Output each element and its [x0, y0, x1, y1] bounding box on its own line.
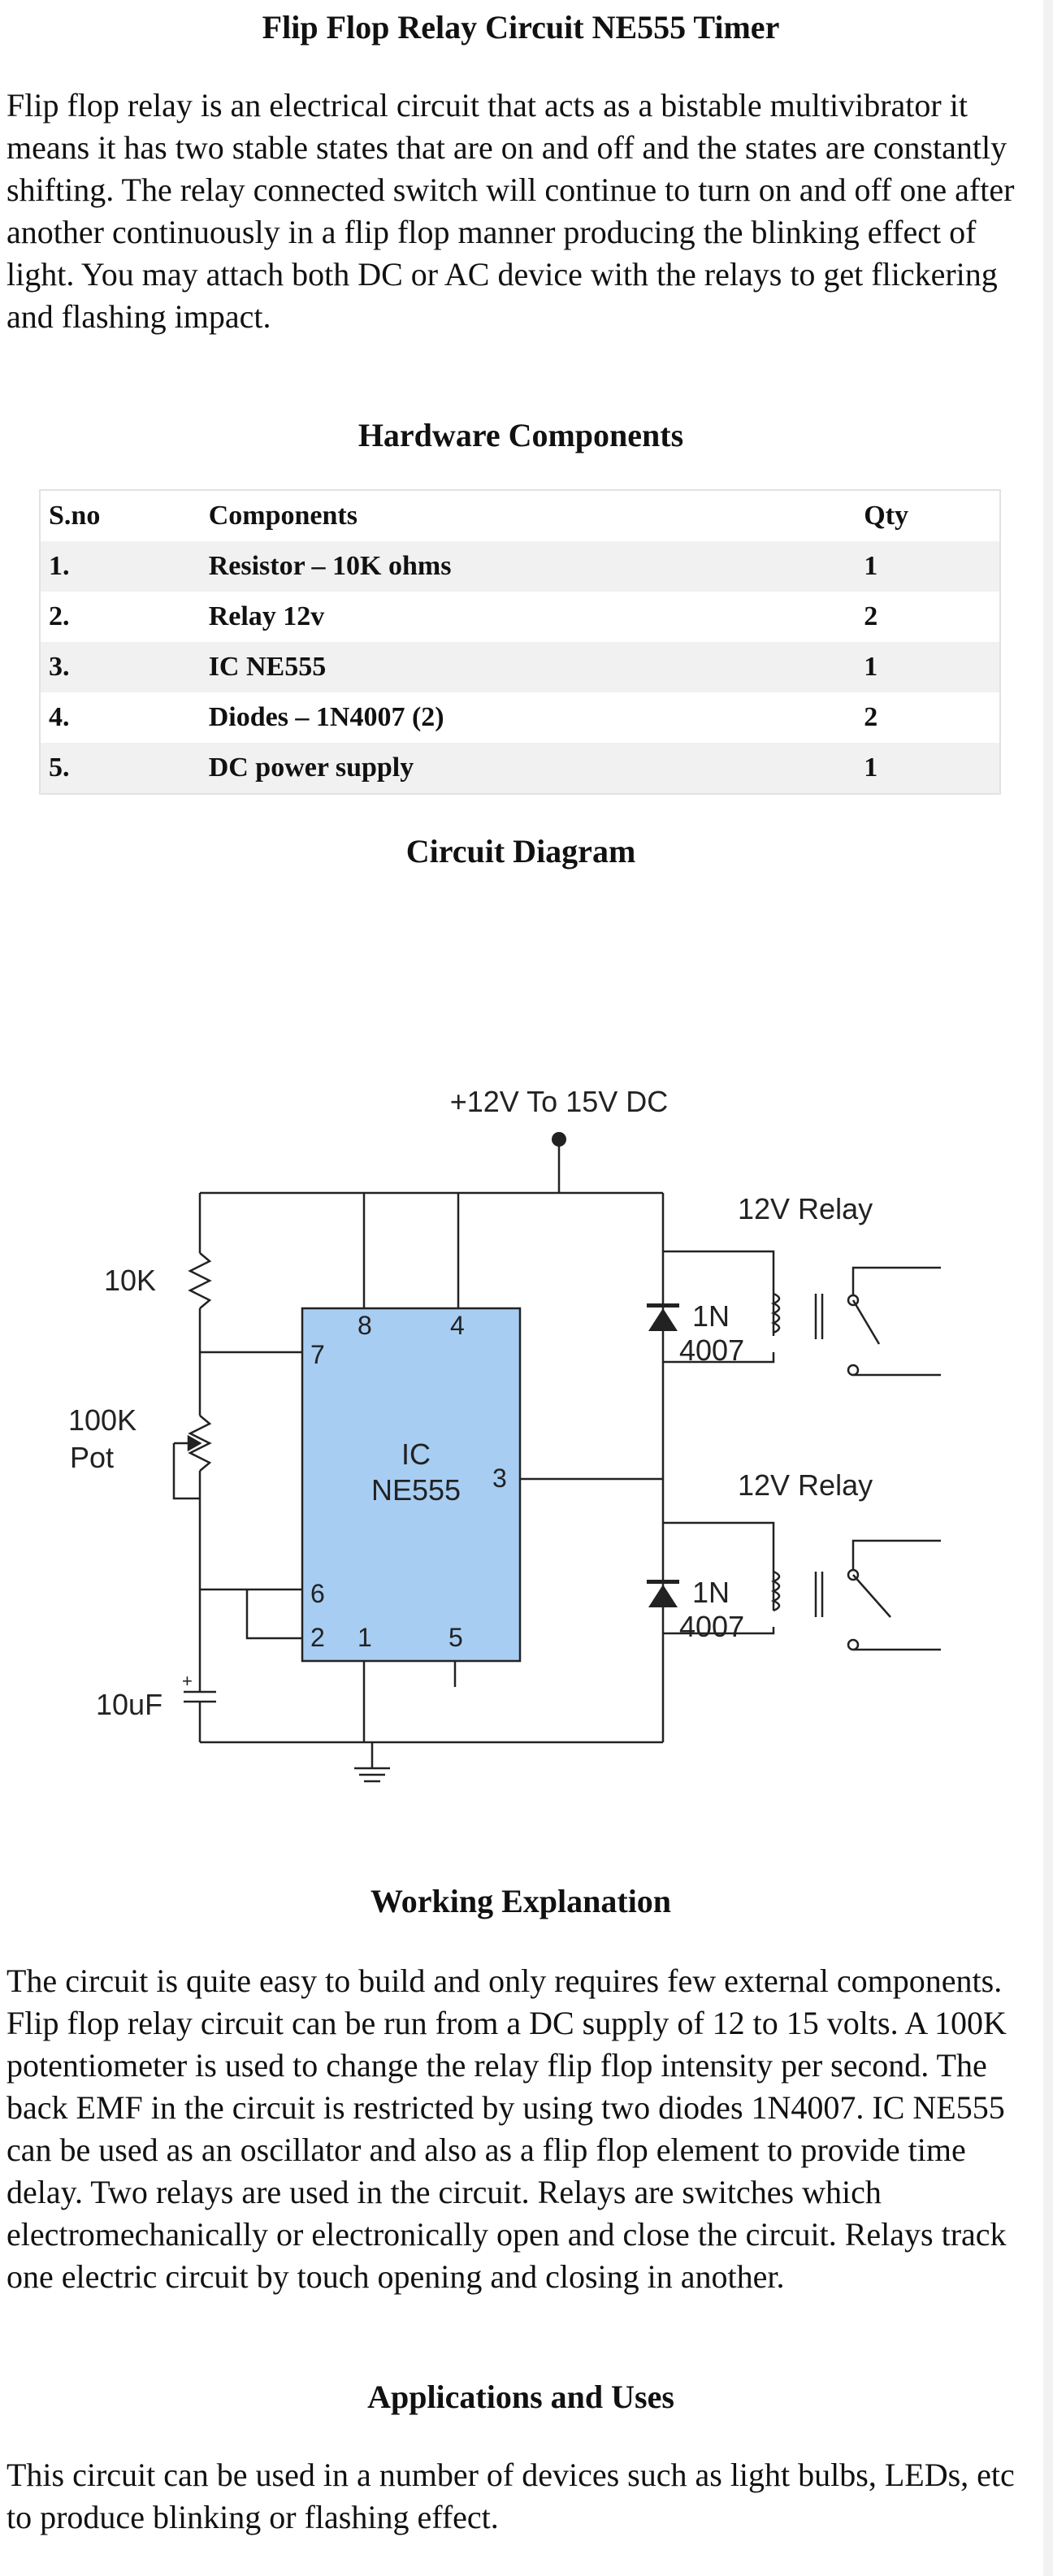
circuit-schematic: +12V To 15V DC 10K 100K Pot 10uF 12V Rel… [68, 1085, 941, 1783]
table-cell: 3. [49, 652, 70, 682]
table-cell: 2 [864, 601, 878, 631]
table-row: 1. Resistor – 10K ohms 1 [40, 541, 1000, 592]
table-row: 3. IC NE555 1 [40, 642, 1000, 692]
circuit-diagram: +12V To 15V DC 10K 100K Pot 10uF 12V Rel… [0, 878, 1042, 1837]
ic-label-2: NE555 [371, 1473, 461, 1507]
pin-label: 8 [358, 1311, 372, 1340]
supply-label: +12V To 15V DC [450, 1085, 669, 1118]
pot-label-2: Pot [70, 1441, 114, 1474]
pin-label: 1 [358, 1623, 372, 1652]
diode-label: 1N [692, 1299, 730, 1333]
scrollbar-thumb[interactable] [1043, 0, 1053, 2576]
table-cell: Relay 12v [208, 601, 325, 631]
ic-ne555-icon [301, 1307, 522, 1663]
column-header: S.no [49, 501, 101, 531]
resistor-label: 10K [104, 1264, 156, 1297]
table-cell: 1 [864, 551, 878, 581]
table-row: 5. DC power supply 1 [40, 743, 1000, 794]
relay-label: 12V Relay [738, 1468, 873, 1502]
pin-label: 2 [310, 1623, 325, 1652]
table-cell: 5. [49, 752, 70, 783]
working-heading: Working Explanation [370, 1883, 672, 1919]
table-cell: 2. [49, 601, 70, 631]
components-table: S.no Components Qty 1. Resistor – 10K oh… [39, 489, 1001, 795]
ic-label: IC [401, 1438, 431, 1471]
page-title: Flip Flop Relay Circuit NE555 Timer [262, 9, 780, 46]
pin-label: 4 [450, 1311, 465, 1340]
pin-label: 5 [448, 1623, 463, 1652]
pin-label: 7 [310, 1340, 325, 1369]
column-header: Components [208, 501, 358, 531]
table-cell: DC power supply [208, 752, 414, 783]
diode-label-2: 4007 [679, 1334, 744, 1367]
table-cell: 1 [864, 652, 878, 682]
table-row: 2. Relay 12v 2 [40, 592, 1000, 642]
table-cell: 4. [49, 702, 70, 732]
hardware-heading: Hardware Components [358, 417, 684, 453]
table-cell: Resistor – 10K ohms [208, 551, 452, 581]
diode-label-2: 4007 [679, 1610, 744, 1643]
table-cell: 1. [49, 551, 70, 581]
table-cell: 1 [864, 752, 878, 783]
pin-label: 6 [310, 1579, 325, 1608]
table-cell: Diodes – 1N4007 (2) [208, 702, 444, 732]
applications-paragraph: This circuit can be used in a number of … [6, 2457, 1015, 2535]
pot-label: 100K [68, 1403, 136, 1437]
intro-paragraph: Flip flop relay is an electrical circuit… [6, 87, 1015, 335]
supply-terminal-icon [552, 1132, 566, 1147]
table-cell: 2 [864, 702, 878, 732]
relay-label: 12V Relay [738, 1192, 873, 1225]
column-header: Qty [864, 501, 909, 531]
applications-heading: Applications and Uses [367, 2379, 674, 2415]
table-cell: IC NE555 [208, 652, 327, 682]
circuit-diagram-heading: Circuit Diagram [405, 833, 636, 870]
pin-label: 3 [492, 1464, 507, 1493]
table-row: 4. Diodes – 1N4007 (2) 2 [40, 692, 1000, 743]
diode-icon [647, 1303, 679, 1607]
working-paragraph: The circuit is quite easy to build and o… [6, 1962, 1007, 2295]
capacitor-polarity-label: + [182, 1671, 193, 1691]
capacitor-label: 10uF [96, 1688, 162, 1721]
diode-label: 1N [692, 1576, 730, 1609]
table-header-row: S.no Components Qty [40, 490, 1000, 541]
